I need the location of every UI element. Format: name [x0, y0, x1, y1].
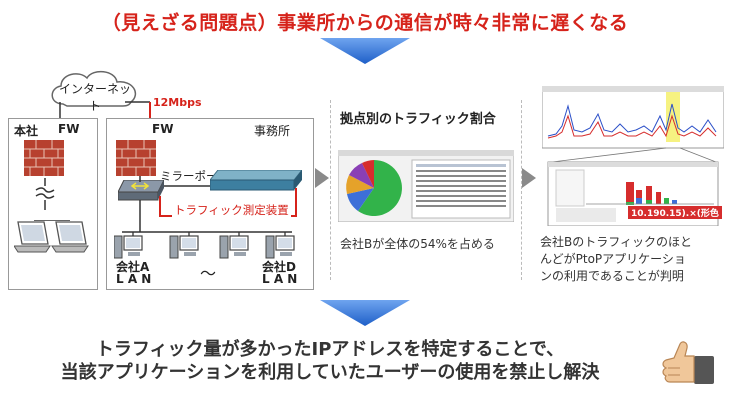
pie-panel	[330, 100, 522, 280]
firewall-icon	[116, 140, 156, 176]
chart-caption-line3: ンの利用であることが判明	[540, 269, 684, 283]
pie-heading: 拠点別のトラフィック割合	[340, 112, 496, 127]
hq-fw-label: FW	[58, 122, 80, 136]
laptop-icon	[14, 220, 89, 253]
conclusion-line1: トラフィック量が多かったIPアドレスを特定することで、	[95, 339, 565, 360]
chart-caption-line1: 会社Bのトラフィックのほと	[540, 235, 692, 249]
down-arrow-icon	[320, 38, 410, 64]
traffic-chart-screenshot	[542, 86, 724, 226]
pc-icon	[114, 232, 295, 259]
lan-d-label-line1: 会社D	[262, 260, 296, 274]
internet-label: インターネット	[58, 82, 131, 113]
traffic-device-label: トラフィック測定装置	[172, 202, 291, 218]
page-title: （見えざる問題点）事業所からの通信が時々非常に遅くなる	[101, 12, 629, 34]
chevron-right-icon	[522, 168, 536, 188]
pie-screenshot	[338, 150, 514, 222]
appliance-icon	[210, 170, 302, 191]
firewall-icon	[24, 140, 64, 176]
conclusion: トラフィック量が多かったIPアドレスを特定することで、 当該アプリケーションを利…	[30, 338, 630, 384]
cloud-icon	[51, 70, 137, 107]
lan-a-label-line2: L A N	[116, 272, 152, 286]
lan-range-tilde: 〜	[200, 264, 217, 283]
branch-label: 事務所	[254, 124, 291, 138]
down-arrow-icon	[320, 300, 410, 326]
chevron-right-icon	[315, 168, 329, 188]
thumbs-up-icon	[662, 341, 714, 384]
branch-fw-label: FW	[152, 122, 174, 136]
lan-a-label-line1: 会社A	[116, 260, 150, 274]
lan-d-label-line2: L A N	[262, 272, 298, 286]
hq-label: 本社	[14, 124, 39, 138]
ip-label: 10.190.15).×(形色	[628, 206, 722, 219]
network-diagram: インターネット 12Mbps 本社 FW	[0, 60, 320, 300]
chart-caption-line2: んどがPtoPアプリケーショ	[540, 252, 686, 266]
conclusion-line2: 当該アプリケーションを利用していたユーザーの使用を禁止し解決	[60, 362, 600, 383]
link-break-icon	[35, 178, 55, 210]
switch-icon	[118, 180, 164, 201]
bandwidth-label: 12Mbps	[153, 96, 202, 109]
pie-caption: 会社Bが全体の54%を占める	[340, 237, 495, 251]
